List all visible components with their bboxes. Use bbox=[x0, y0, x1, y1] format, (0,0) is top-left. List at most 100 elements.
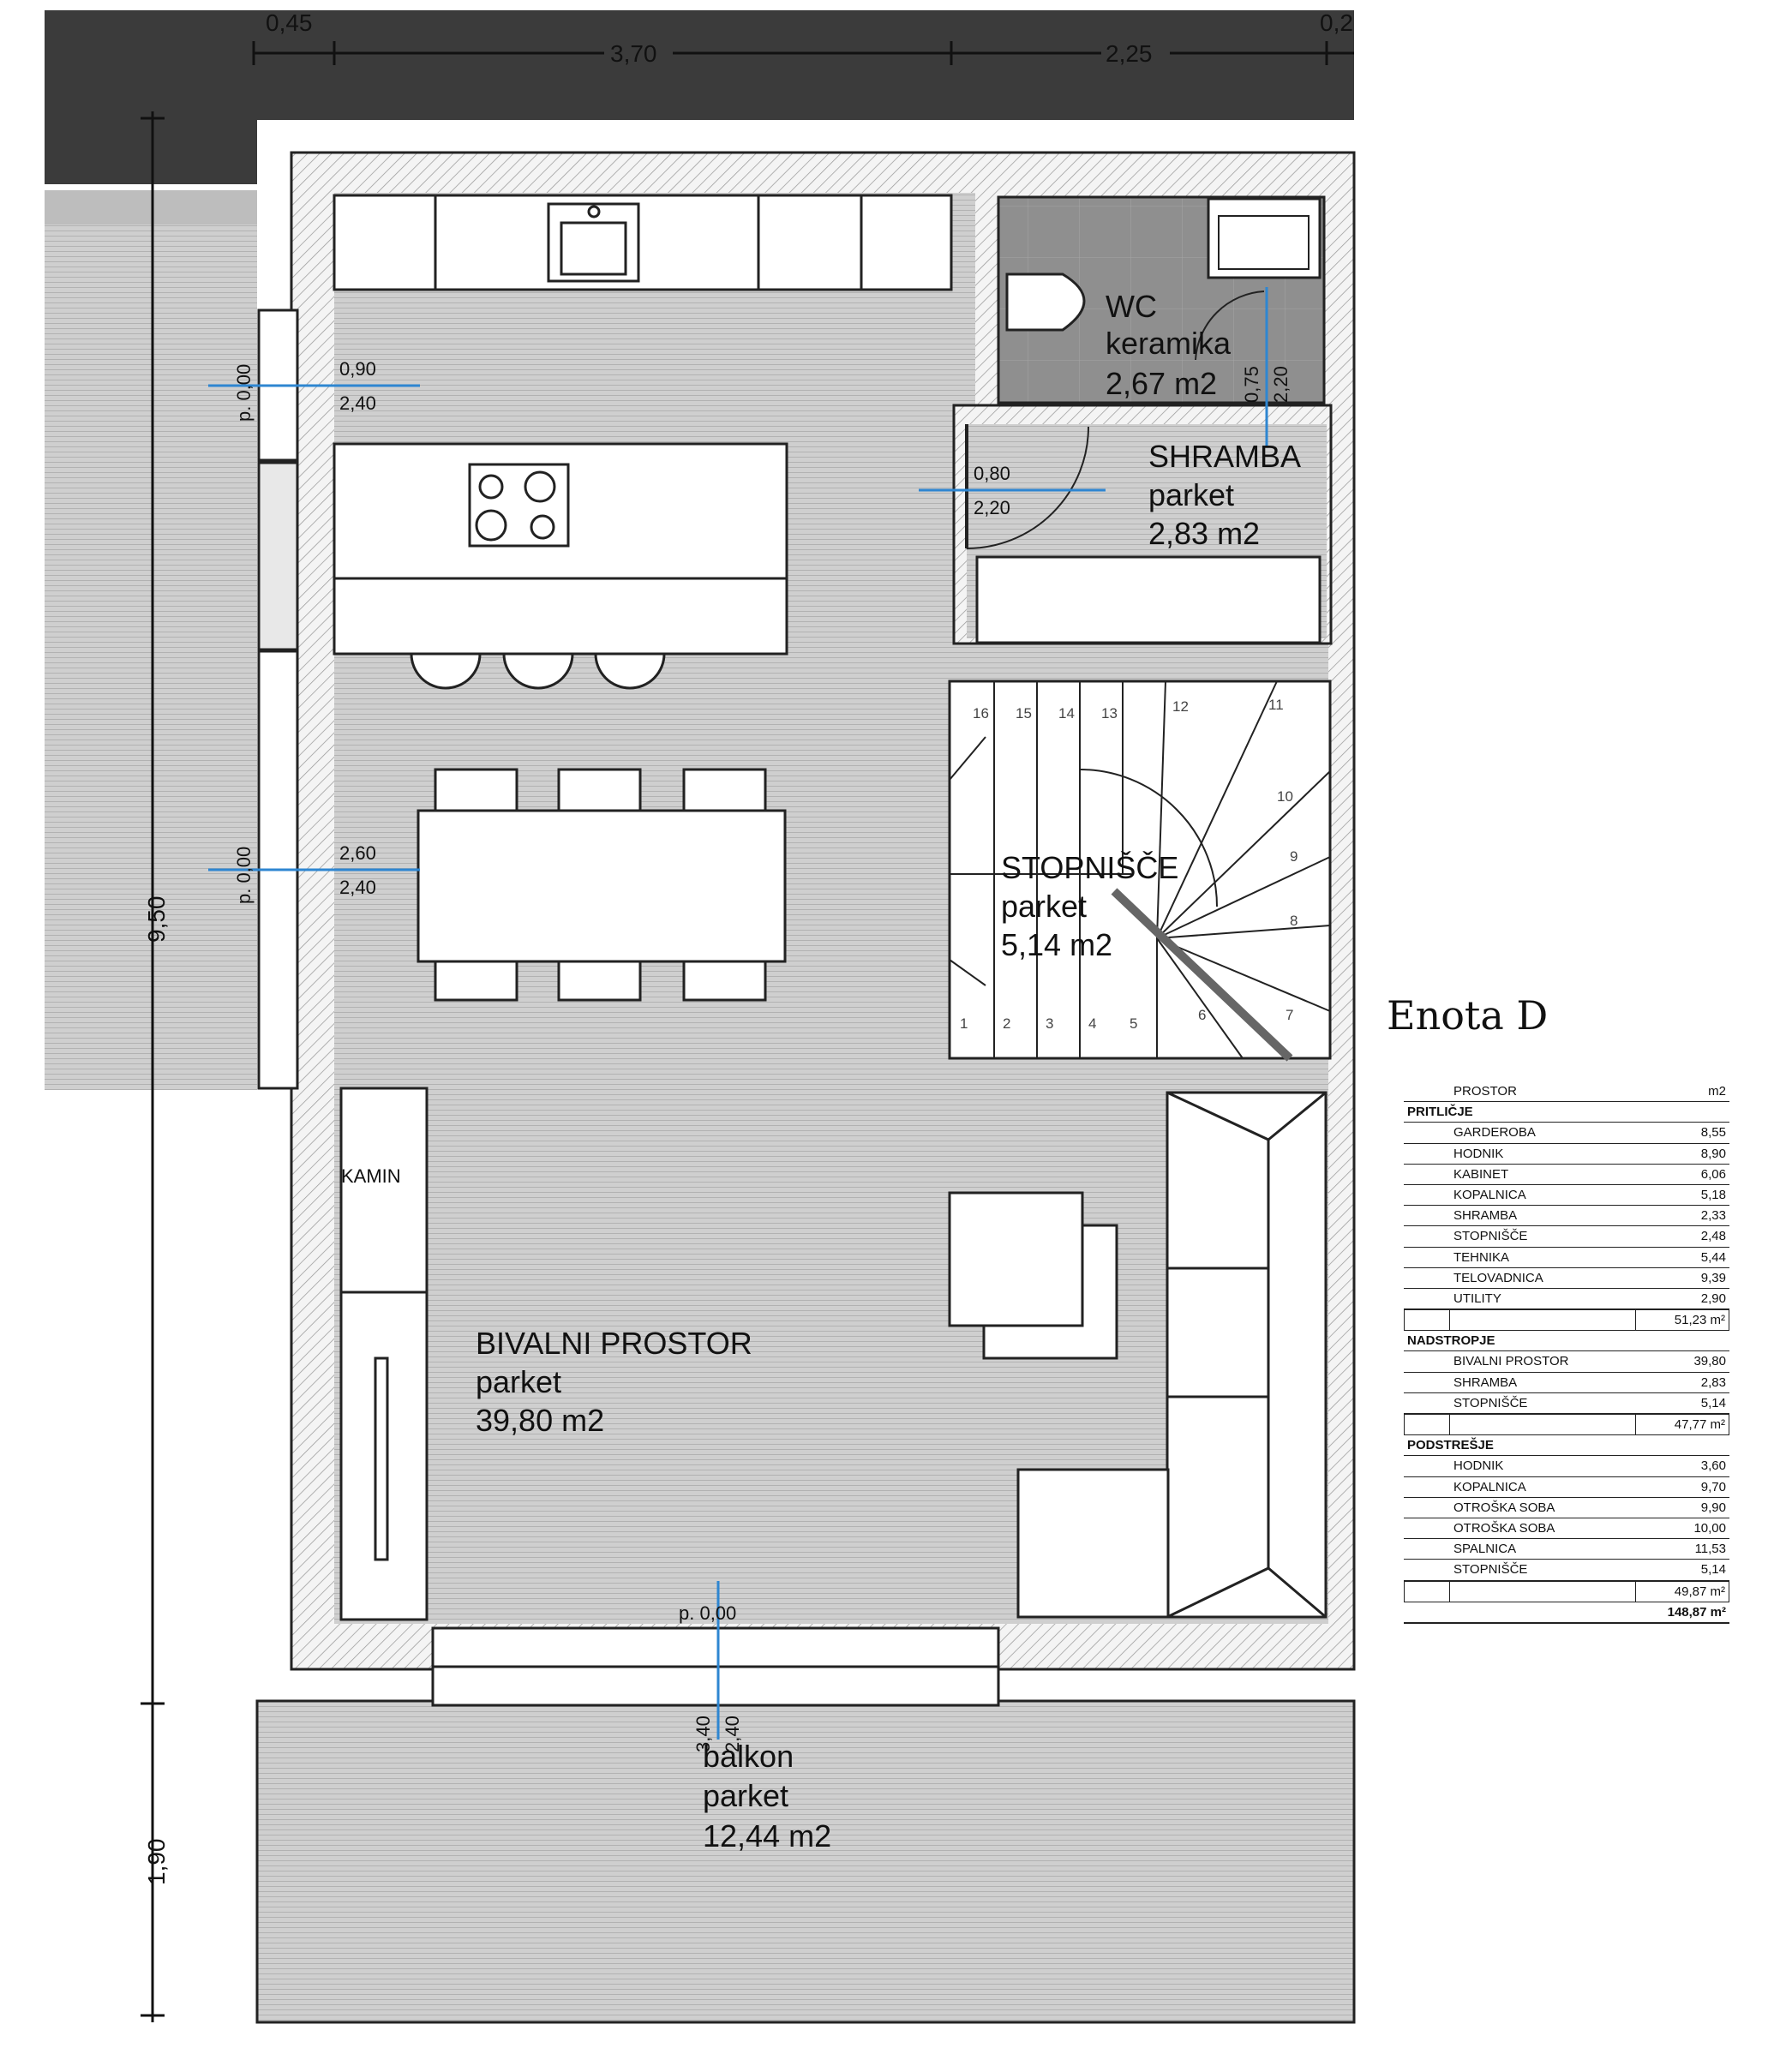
balkon-area: 12,44 m2 bbox=[703, 1818, 831, 1853]
section-heading: NADSTROPJE bbox=[1404, 1331, 1729, 1352]
dim-top-3: 0,2 bbox=[1320, 9, 1353, 36]
section-total: 49,87 m² bbox=[1404, 1580, 1729, 1602]
room-area: 9,90 bbox=[1700, 1500, 1726, 1515]
living-furniture bbox=[948, 1091, 1328, 1619]
wc-area: 2,67 m2 bbox=[1106, 366, 1217, 401]
dim-top-2: 2,25 bbox=[1106, 40, 1153, 67]
floor-plan: 0,45 3,70 2,25 0,2 9,50 1,90 0,90 2,40 p… bbox=[45, 9, 1356, 2024]
table-row: OTROŠKA SOBA 9,90 bbox=[1404, 1498, 1729, 1518]
room-area: 2,83 bbox=[1700, 1374, 1726, 1390]
room-area: 9,39 bbox=[1700, 1270, 1726, 1285]
section-total: 47,77 m² bbox=[1404, 1414, 1729, 1436]
dim-top-1: 3,70 bbox=[610, 40, 657, 67]
table-row: SPALNICA 11,53 bbox=[1404, 1539, 1729, 1560]
stopnisce-name: STOPNIŠČE bbox=[1001, 850, 1178, 885]
win1-width: 0,90 bbox=[339, 358, 376, 380]
section-name: NADSTROPJE bbox=[1407, 1333, 1495, 1349]
room-area: 2,90 bbox=[1700, 1291, 1726, 1306]
win1-sill: p. 0,00 bbox=[233, 364, 255, 422]
room-area: 3,60 bbox=[1700, 1458, 1726, 1474]
left-window-frames bbox=[257, 308, 299, 1090]
win2-sill: p. 0,00 bbox=[233, 847, 255, 904]
room-area: 39,80 bbox=[1693, 1354, 1726, 1369]
shramba-name: SHRAMBA bbox=[1148, 439, 1301, 474]
table-row: KOPALNICA 9,70 bbox=[1404, 1477, 1729, 1498]
section-total: 51,23 m² bbox=[1404, 1309, 1729, 1332]
room-name: SHRAMBA bbox=[1453, 1374, 1518, 1390]
room-name: OTROŠKA SOBA bbox=[1453, 1500, 1555, 1515]
stair-step-16: 16 bbox=[973, 705, 989, 722]
room-name: HODNIK bbox=[1453, 1146, 1504, 1161]
room-area: 8,55 bbox=[1700, 1125, 1726, 1141]
room-area: 9,70 bbox=[1700, 1479, 1726, 1494]
opening-markers bbox=[208, 287, 1268, 1740]
stair-step-3: 3 bbox=[1046, 1015, 1053, 1032]
header-unit: m2 bbox=[1708, 1084, 1726, 1099]
section-total-value: 47,77 m² bbox=[1674, 1417, 1725, 1432]
unit-title: Enota D bbox=[1387, 992, 1549, 1039]
room-area: 11,53 bbox=[1694, 1542, 1726, 1557]
balcony-door bbox=[431, 1626, 1000, 1707]
room-name: KOPALNICA bbox=[1453, 1479, 1526, 1494]
room-area: 5,18 bbox=[1700, 1187, 1726, 1202]
stair-step-14: 14 bbox=[1058, 705, 1075, 722]
door-wc-height: 2,20 bbox=[1270, 366, 1292, 403]
room-name: TEHNIKA bbox=[1453, 1249, 1510, 1265]
win2-width: 2,60 bbox=[339, 842, 376, 864]
stair-step-15: 15 bbox=[1016, 705, 1032, 722]
table-row: STOPNIŠČE 2,48 bbox=[1404, 1226, 1729, 1248]
room-labels: WC keramika 2,67 m2 SHRAMBA parket 2,83 … bbox=[341, 289, 1301, 1853]
section-total-value: 49,87 m² bbox=[1674, 1584, 1725, 1599]
kamin-label: KAMIN bbox=[341, 1165, 401, 1187]
room-name: TELOVADNICA bbox=[1453, 1270, 1543, 1285]
stair-step-9: 9 bbox=[1290, 848, 1298, 865]
room-name: STOPNIŠČE bbox=[1453, 1229, 1528, 1244]
table-row: TELOVADNICA 9,39 bbox=[1404, 1268, 1729, 1289]
dimension-lines bbox=[141, 41, 1354, 2022]
room-name: KOPALNICA bbox=[1453, 1187, 1526, 1202]
table-row: SHRAMBA 2,33 bbox=[1404, 1206, 1729, 1227]
room-name: KABINET bbox=[1453, 1166, 1509, 1182]
room-name: SPALNICA bbox=[1453, 1542, 1517, 1557]
stopnisce-floor: parket bbox=[1001, 889, 1087, 924]
dimension-labels: 0,45 3,70 2,25 0,2 9,50 1,90 bbox=[143, 9, 1353, 1885]
stair-step-10: 10 bbox=[1277, 788, 1293, 805]
room-area: 5,14 bbox=[1700, 1562, 1726, 1578]
shramba-area: 2,83 m2 bbox=[1148, 516, 1260, 551]
section-total-value: 51,23 m² bbox=[1674, 1313, 1725, 1328]
table-row: HODNIK 3,60 bbox=[1404, 1456, 1729, 1477]
dining-table bbox=[417, 768, 787, 1002]
balcony-door-width: 3,40 bbox=[692, 1716, 714, 1752]
room-name: BIVALNI PROSTOR bbox=[1453, 1354, 1569, 1369]
stair-step-8: 8 bbox=[1290, 913, 1298, 929]
room-name: HODNIK bbox=[1453, 1458, 1504, 1474]
win2-height: 2,40 bbox=[339, 877, 376, 898]
stair-step-4: 4 bbox=[1088, 1015, 1096, 1032]
room-area: 10,00 bbox=[1693, 1520, 1726, 1536]
stair-step-7: 7 bbox=[1286, 1007, 1293, 1023]
stair-step-12: 12 bbox=[1172, 698, 1189, 715]
bivalni-floor: parket bbox=[476, 1364, 561, 1399]
balcony-door-height: 2,40 bbox=[722, 1716, 743, 1752]
table-row: SHRAMBA 2,83 bbox=[1404, 1373, 1729, 1393]
room-area: 8,90 bbox=[1700, 1146, 1726, 1161]
room-name: SHRAMBA bbox=[1453, 1208, 1518, 1224]
shramba-room bbox=[952, 404, 1333, 645]
staircase bbox=[948, 680, 1332, 1062]
room-area: 2,48 bbox=[1700, 1229, 1726, 1244]
balkon-floor: parket bbox=[703, 1778, 788, 1813]
table-row: KOPALNICA 5,18 bbox=[1404, 1185, 1729, 1207]
table-row: HODNIK 8,90 bbox=[1404, 1144, 1729, 1165]
stopnisce-area: 5,14 m2 bbox=[1001, 927, 1112, 962]
room-area: 2,33 bbox=[1700, 1208, 1726, 1224]
stair-step-11: 11 bbox=[1268, 697, 1284, 713]
bivalni-name: BIVALNI PROSTOR bbox=[476, 1326, 752, 1361]
fireplace bbox=[339, 1087, 429, 1621]
section-name: PODSTREŠJE bbox=[1407, 1438, 1494, 1453]
